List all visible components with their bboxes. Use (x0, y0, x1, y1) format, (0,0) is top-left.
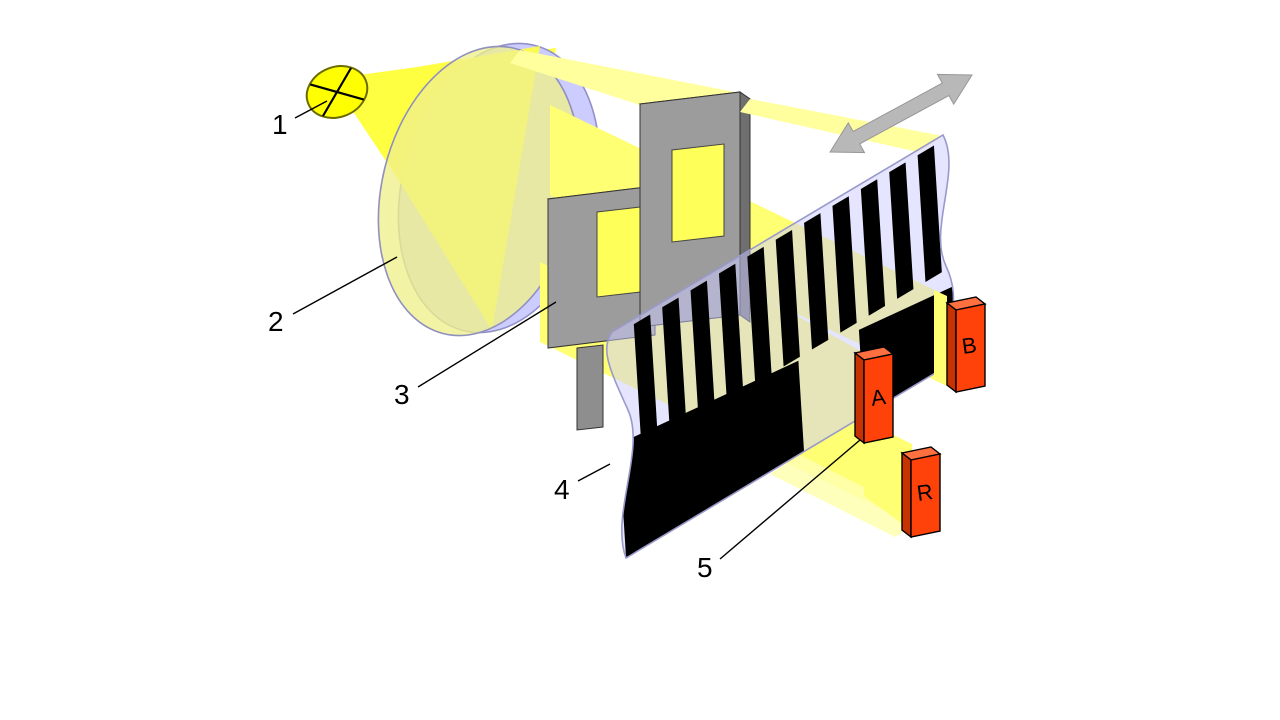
callout-4-line (577, 463, 611, 482)
detector-b-side (946, 301, 957, 394)
motion-arrow-icon (829, 73, 973, 154)
beam-top-face-upper (510, 50, 740, 107)
callout-3-line (417, 301, 557, 388)
detector-r-label: R (915, 479, 934, 506)
detector-r: R (900, 446, 942, 539)
detector-a-label: A (869, 384, 887, 411)
detector-a: A (853, 346, 895, 445)
detector-b: B (945, 296, 987, 394)
callout-3-reticle: 3 (394, 379, 410, 410)
scale-stripe (662, 297, 687, 435)
lamp-icon (305, 65, 369, 119)
scale-stripe (917, 145, 942, 282)
scale-stripe (690, 280, 715, 418)
callout-5-line (719, 439, 861, 560)
beam-top-face-lower (740, 99, 943, 152)
scale-black-band-left (618, 360, 805, 558)
scale-pattern (618, 145, 957, 558)
lamp-cross-2 (322, 67, 352, 117)
scale-stripe (775, 229, 800, 367)
scale-stripe (832, 196, 857, 333)
scale-stripe (860, 179, 886, 316)
callout-5-detector: 5 (697, 552, 713, 583)
callout-2-line (292, 256, 398, 315)
callout-2-lens: 2 (268, 306, 284, 337)
scale-stripe (889, 162, 914, 299)
detector-b-label: B (960, 332, 978, 359)
callout-4-scale: 4 (554, 474, 570, 505)
reticle-right-window (671, 143, 725, 243)
detector-r-side (901, 451, 912, 539)
scale-stripe (747, 246, 772, 384)
scale-stripe (633, 314, 659, 451)
callout-1-line (294, 100, 328, 119)
detector-a-side (854, 351, 865, 445)
detector-a-front (863, 353, 894, 444)
reticle-lower-tab (576, 344, 604, 431)
scale-stripe (718, 263, 744, 401)
beam-stub-b (934, 290, 947, 386)
scale-stripe (804, 213, 829, 350)
callout-1-light-source: 1 (272, 109, 288, 140)
beam-stub-r (864, 424, 911, 530)
detector-b-front (955, 303, 986, 393)
beam-floor-r (770, 455, 925, 537)
detector-r-front (910, 453, 941, 538)
reticle (546, 91, 752, 431)
